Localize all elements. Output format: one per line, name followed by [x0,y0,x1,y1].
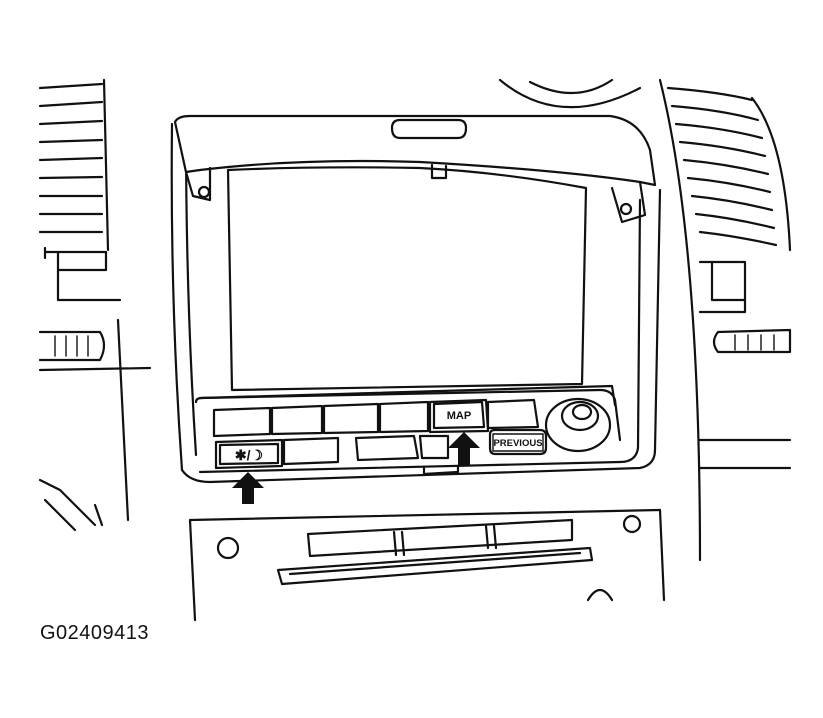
previous-button-label: PREVIOUS [493,438,542,449]
lcd-screen [226,166,588,392]
right-air-vent [666,86,792,470]
day-night-button[interactable]: ✱/☽ [214,438,284,470]
day-night-icon: ✱/☽ [235,447,263,463]
previous-button[interactable]: PREVIOUS [488,428,548,456]
left-dash-panel [38,246,152,532]
upper-dash-contour [498,78,702,562]
joystick-knob-icon[interactable] [544,397,612,453]
map-button[interactable]: MAP [428,398,490,434]
figure-id-label: G02409413 [40,622,150,644]
arrow-up-icon [232,472,264,504]
arrow-up-icon [448,432,480,466]
map-button-label: MAP [447,410,471,422]
lower-console [188,508,666,622]
left-air-vent [38,78,110,252]
display-lid [173,114,657,224]
